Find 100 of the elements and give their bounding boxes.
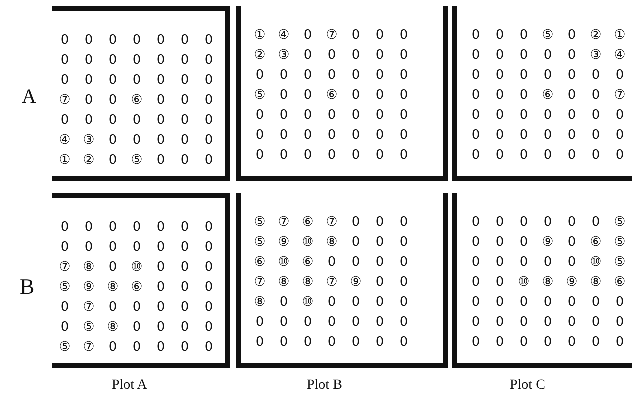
grid-number: 0 <box>494 148 506 164</box>
grid-number: 0 <box>494 68 506 84</box>
grid-number: 0 <box>180 240 190 256</box>
grid-number: 0 <box>254 315 266 331</box>
grid-number: 0 <box>132 73 142 89</box>
grid-number: 0 <box>180 340 190 356</box>
grid-number: 0 <box>204 300 214 316</box>
grid-number: 0 <box>518 335 530 351</box>
grid-number: 0 <box>398 128 410 144</box>
grid-number: 0 <box>374 295 386 311</box>
grid-number: ⑨ <box>541 235 555 251</box>
grid-number: 0 <box>180 93 190 109</box>
plot-panel <box>52 193 230 368</box>
grid-number: 0 <box>494 235 506 251</box>
grid-number: ③ <box>589 48 603 64</box>
grid-number: 0 <box>278 295 290 311</box>
grid-number: ② <box>589 28 603 44</box>
grid-number: 0 <box>374 68 386 84</box>
plot-panel <box>452 6 632 181</box>
grid-number: 0 <box>108 240 118 256</box>
grid-number: 0 <box>108 220 118 236</box>
grid-number: ③ <box>277 48 291 64</box>
grid-number: 0 <box>108 260 118 276</box>
grid-number: 0 <box>542 68 554 84</box>
grid-number: 0 <box>180 153 190 169</box>
grid-number: 0 <box>326 68 338 84</box>
grid-number: 0 <box>204 220 214 236</box>
grid-number: 0 <box>518 215 530 231</box>
grid-number: 0 <box>60 53 70 69</box>
grid-number: 0 <box>204 240 214 256</box>
grid-number: 0 <box>108 300 118 316</box>
grid-number: 0 <box>374 215 386 231</box>
plot-panel <box>52 6 230 181</box>
grid-number: 0 <box>156 153 166 169</box>
grid-number: 0 <box>156 280 166 296</box>
grid-number: ⑧ <box>589 275 603 291</box>
grid-number: 0 <box>542 295 554 311</box>
grid-number: 0 <box>494 275 506 291</box>
grid-number: 0 <box>542 108 554 124</box>
grid-number: 0 <box>108 93 118 109</box>
grid-number: 0 <box>566 315 578 331</box>
grid-number: 0 <box>518 108 530 124</box>
grid-number: 0 <box>156 340 166 356</box>
grid-number: 0 <box>204 53 214 69</box>
grid-number: 0 <box>566 235 578 251</box>
grid-number: 0 <box>302 148 314 164</box>
grid-number: ⑩ <box>301 235 315 251</box>
grid-number: ① <box>58 153 72 169</box>
grid-number: 0 <box>398 148 410 164</box>
grid-number: 0 <box>518 295 530 311</box>
grid-number: 0 <box>398 275 410 291</box>
grid-number: 0 <box>254 148 266 164</box>
grid-number: 0 <box>108 153 118 169</box>
grid-number: ⑤ <box>613 215 627 231</box>
grid-number: 0 <box>494 28 506 44</box>
grid-number: 0 <box>204 280 214 296</box>
grid-number: 0 <box>374 88 386 104</box>
grid-number: 0 <box>590 315 602 331</box>
grid-number: 0 <box>326 128 338 144</box>
grid-number: 0 <box>374 28 386 44</box>
grid-number: ⑧ <box>277 275 291 291</box>
grid-number: 0 <box>398 88 410 104</box>
grid-number: 0 <box>350 68 362 84</box>
grid-number: 0 <box>204 260 214 276</box>
grid-number: 0 <box>566 68 578 84</box>
grid-number: 0 <box>350 295 362 311</box>
grid-number: ⑤ <box>82 320 96 336</box>
grid-number: ⑩ <box>301 295 315 311</box>
grid-number: 0 <box>374 128 386 144</box>
grid-number: 0 <box>302 108 314 124</box>
grid-number: 0 <box>326 108 338 124</box>
grid-number: 0 <box>326 255 338 271</box>
grid-number: 0 <box>84 53 94 69</box>
grid-number: 0 <box>470 335 482 351</box>
grid-number: 0 <box>374 335 386 351</box>
grid-number: 0 <box>60 33 70 49</box>
grid-number: 0 <box>566 295 578 311</box>
grid-number: ⑧ <box>541 275 555 291</box>
grid-number: 0 <box>278 88 290 104</box>
grid-number: ⑤ <box>130 153 144 169</box>
grid-number: 0 <box>374 255 386 271</box>
grid-number: 0 <box>614 128 626 144</box>
grid-number: 0 <box>132 53 142 69</box>
grid-number: 0 <box>60 320 70 336</box>
grid-number: 0 <box>398 255 410 271</box>
grid-number: 0 <box>156 53 166 69</box>
grid-number: ③ <box>82 133 96 149</box>
grid-number: ⑨ <box>82 280 96 296</box>
plot-panel <box>236 193 448 368</box>
grid-number: 0 <box>566 28 578 44</box>
grid-number: 0 <box>204 93 214 109</box>
plot-panel <box>236 6 448 181</box>
grid-number: 0 <box>180 220 190 236</box>
grid-number: 0 <box>566 48 578 64</box>
grid-number: 0 <box>132 240 142 256</box>
grid-number: ⑥ <box>130 93 144 109</box>
grid-number: 0 <box>350 108 362 124</box>
grid-number: 0 <box>180 320 190 336</box>
grid-number: 0 <box>374 148 386 164</box>
grid-number: 0 <box>204 320 214 336</box>
